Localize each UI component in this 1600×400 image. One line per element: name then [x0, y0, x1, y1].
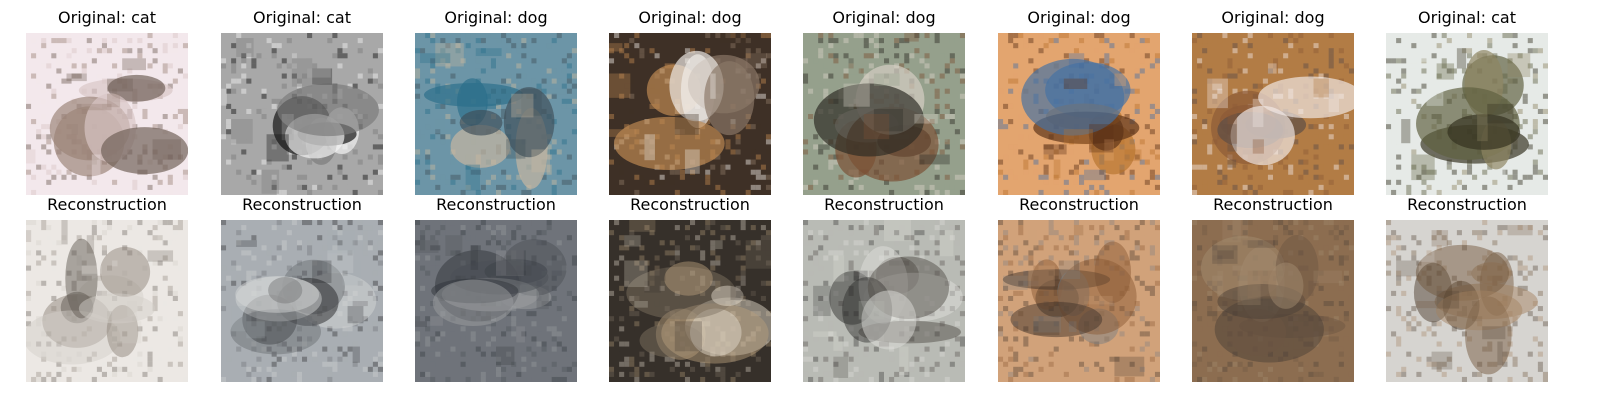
reconstruction-title: Reconstruction — [630, 195, 750, 214]
original-title: Original: cat — [58, 8, 156, 27]
reconstruction-title: Reconstruction — [47, 195, 167, 214]
original-image — [803, 33, 965, 195]
original-title: Original: cat — [1418, 8, 1516, 27]
original-image — [26, 33, 188, 195]
reconstruction-title: Reconstruction — [1407, 195, 1527, 214]
original-title: Original: dog — [444, 8, 548, 27]
original-image — [609, 33, 771, 195]
reconstruction-image — [609, 220, 771, 382]
reconstruction-image — [1386, 220, 1548, 382]
reconstruction-title: Reconstruction — [1213, 195, 1333, 214]
reconstruction-title: Reconstruction — [1019, 195, 1139, 214]
original-image — [1386, 33, 1548, 195]
reconstruction-image — [415, 220, 577, 382]
reconstruction-image — [1192, 220, 1354, 382]
reconstruction-image — [26, 220, 188, 382]
reconstruction-image — [221, 220, 383, 382]
original-title: Original: dog — [832, 8, 936, 27]
original-title: Original: cat — [253, 8, 351, 27]
reconstruction-image — [803, 220, 965, 382]
original-image — [998, 33, 1160, 195]
reconstruction-image — [998, 220, 1160, 382]
original-image — [415, 33, 577, 195]
reconstruction-title: Reconstruction — [436, 195, 556, 214]
original-image — [1192, 33, 1354, 195]
reconstruction-title: Reconstruction — [242, 195, 362, 214]
reconstruction-title: Reconstruction — [824, 195, 944, 214]
original-image — [221, 33, 383, 195]
original-title: Original: dog — [1027, 8, 1131, 27]
original-title: Original: dog — [638, 8, 742, 27]
original-title: Original: dog — [1221, 8, 1325, 27]
